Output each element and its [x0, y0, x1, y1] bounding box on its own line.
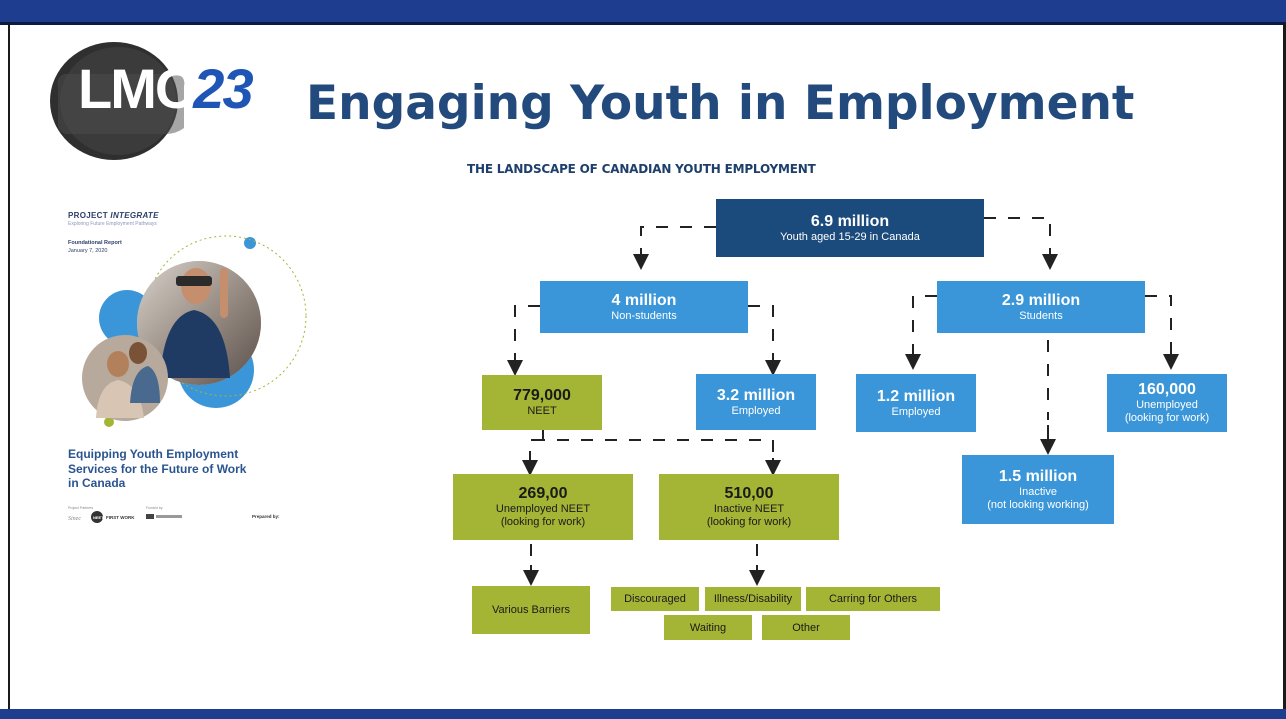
slide-top-bar [0, 0, 1286, 22]
node-neet: 779,000 NEET [482, 375, 602, 430]
node-inactive-neet: 510,00 Inactive NEET (looking for work) [659, 474, 839, 540]
reason-caring-for-others: Carring for Others [806, 587, 940, 611]
node-non-students-value: 4 million [611, 291, 677, 309]
node-non-students: 4 million Non-students [540, 281, 748, 333]
node-inactive-neet-value: 510,00 [724, 485, 774, 502]
report-brand: PROJECT INTEGRATE [68, 211, 159, 220]
node-unemployed-students-label: Unemployed [1136, 399, 1198, 411]
node-students-label: Students [1019, 309, 1063, 322]
node-employed-non-students-value: 3.2 million [716, 386, 796, 404]
svg-text:Sinec: Sinec [68, 516, 81, 522]
logo-wordmark: LMC23 [78, 56, 254, 121]
node-inactive-neet-sublabel: (looking for work) [706, 516, 792, 528]
svg-text:Project Partners: Project Partners [68, 506, 93, 510]
reason-other: Other [762, 615, 850, 640]
node-unemployed-neet-value: 269,00 [518, 485, 568, 502]
report-date: January 7, 2020 [68, 248, 108, 254]
node-various-barriers: Various Barriers [472, 586, 590, 634]
reason-waiting: Waiting [664, 615, 752, 640]
svg-text:Funded by: Funded by [146, 506, 163, 510]
logo-number: 23 [193, 57, 253, 120]
node-inactive-students-sublabel: (not looking working) [987, 498, 1089, 511]
node-unemployed-neet: 269,00 Unemployed NEET (looking for work… [453, 474, 633, 540]
report-partner-logos: Project Partners Sinec NEET FIRST WORK F… [68, 506, 182, 523]
diagram-title: THE LANDSCAPE OF CANADIAN YOUTH EMPLOYME… [467, 162, 816, 176]
node-neet-label: NEET [527, 405, 557, 417]
slide-right-border [1283, 22, 1286, 709]
slide-left-border [8, 22, 10, 709]
node-employed-non-students-label: Employed [731, 404, 781, 417]
node-employed-non-students: 3.2 million Employed [696, 374, 816, 430]
report-type: Foundational Report [68, 240, 122, 246]
logo-letters: LMC [78, 57, 195, 120]
node-inactive-students-label: Inactive [1019, 485, 1057, 498]
node-employed-students-value: 1.2 million [876, 387, 956, 405]
svg-text:FIRST WORK: FIRST WORK [106, 515, 135, 520]
svg-text:NEET: NEET [93, 515, 104, 520]
lmc23-logo [50, 42, 185, 160]
report-heading: Equipping Youth Employment Services for … [68, 447, 247, 490]
reason-illness-disability: Illness/Disability [705, 587, 801, 611]
node-non-students-label: Non-students [611, 309, 677, 322]
node-inactive-students: 1.5 million Inactive (not looking workin… [962, 455, 1114, 524]
report-brand-prefix: PROJECT [68, 211, 108, 220]
node-unemployed-neet-sublabel: (looking for work) [500, 516, 586, 528]
node-youth-total: 6.9 million Youth aged 15-29 in Canada [716, 199, 984, 257]
node-inactive-students-value: 1.5 million [998, 467, 1078, 485]
node-unemployed-students-value: 160,000 [1138, 381, 1196, 398]
node-employed-students: 1.2 million Employed [856, 374, 976, 432]
node-youth-total-label: Youth aged 15-29 in Canada [780, 230, 920, 243]
report-brand-name: INTEGRATE [110, 211, 159, 220]
node-unemployed-students: 160,000 Unemployed (looking for work) [1107, 374, 1227, 432]
node-unemployed-neet-label: Unemployed NEET [495, 503, 591, 515]
node-employed-students-label: Employed [891, 405, 941, 418]
node-students: 2.9 million Students [937, 281, 1145, 333]
reason-discouraged: Discouraged [611, 587, 699, 611]
node-youth-total-value: 6.9 million [810, 212, 890, 230]
slide-bottom-bar [0, 709, 1286, 719]
node-inactive-neet-label: Inactive NEET [713, 503, 785, 515]
report-cover-photo [82, 235, 307, 427]
node-unemployed-students-sublabel: (looking for work) [1124, 412, 1210, 424]
node-students-value: 2.9 million [1001, 291, 1081, 309]
report-tagline: Exploring Future Employment Pathways [68, 221, 157, 227]
slide-title: Engaging Youth in Employment [306, 76, 1135, 131]
node-neet-value: 779,000 [513, 387, 571, 404]
report-prepared-by: Prepared by: [252, 514, 280, 519]
slide-top-rule [0, 22, 1286, 25]
